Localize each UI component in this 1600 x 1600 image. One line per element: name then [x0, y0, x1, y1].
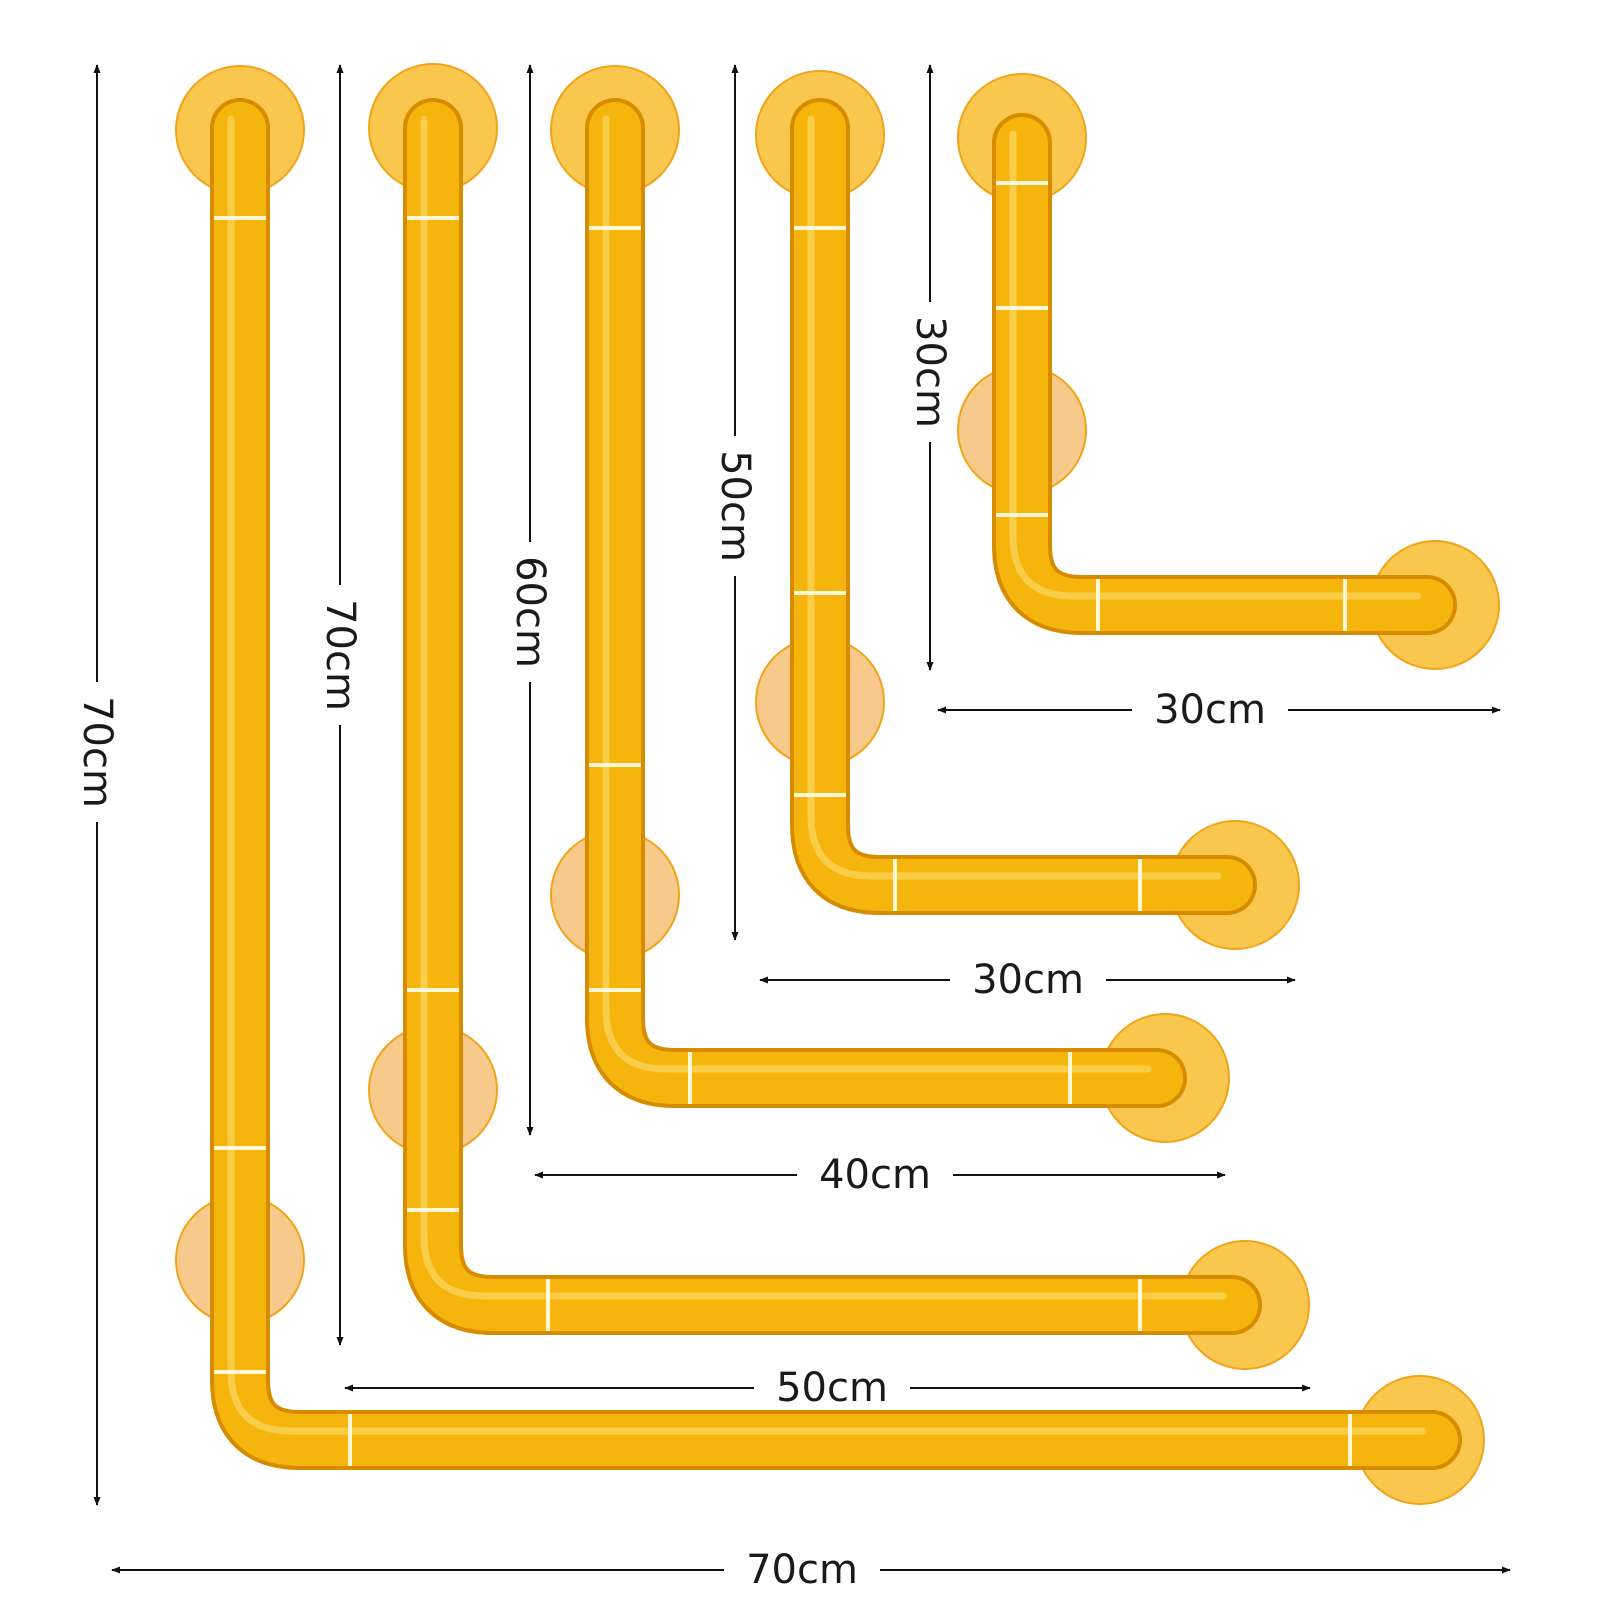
horizontal-length-label: 50cm: [776, 1365, 888, 1411]
horizontal-length-label: 30cm: [972, 957, 1084, 1003]
rail-30x30: [957, 73, 1500, 670]
vertical-length-label: 60cm: [507, 556, 553, 668]
dimension-lines: 70cm 70cm 70cm 50cm 60cm 40cm 50cm 30cm 30cm 30cm: [74, 64, 1511, 1593]
rail-30x30-horizontal-dimension: 30cm: [937, 687, 1501, 733]
rail-50x30-horizontal-dimension: 30cm: [759, 957, 1296, 1003]
tube-highlight: [1009, 130, 1422, 600]
rails: [175, 63, 1500, 1505]
rail-70x70-vertical-dimension: 70cm: [74, 64, 120, 1506]
tube: [996, 117, 1453, 631]
rail-50x30-vertical-dimension: 50cm: [712, 64, 758, 941]
rail-70x70-horizontal-dimension: 70cm: [111, 1547, 1511, 1593]
rail-70x50-horizontal-dimension: 50cm: [344, 1365, 1311, 1411]
rail-50x30: [755, 70, 1300, 950]
tube-highlight: [227, 115, 1427, 1435]
rail-70x50-vertical-dimension: 70cm: [317, 64, 363, 1346]
vertical-length-label: 30cm: [907, 316, 953, 428]
vertical-length-label: 70cm: [74, 696, 120, 808]
tube-highlight: [420, 115, 1227, 1300]
rail-70x70: [175, 65, 1485, 1505]
vertical-length-label: 70cm: [317, 599, 363, 711]
tube-outline: [992, 113, 1457, 635]
rail-60x40: [550, 65, 1230, 1143]
horizontal-length-label: 70cm: [746, 1547, 858, 1593]
vertical-length-label: 50cm: [712, 450, 758, 562]
horizontal-length-label: 40cm: [819, 1152, 931, 1198]
rail-60x40-vertical-dimension: 60cm: [507, 64, 553, 1136]
rail-70x50: [368, 63, 1310, 1370]
horizontal-length-label: 30cm: [1154, 687, 1266, 733]
rail-30x30-vertical-dimension: 30cm: [907, 64, 953, 671]
tube-highlight: [807, 115, 1222, 880]
tube-highlight: [602, 115, 1152, 1073]
rail-60x40-horizontal-dimension: 40cm: [534, 1152, 1226, 1198]
